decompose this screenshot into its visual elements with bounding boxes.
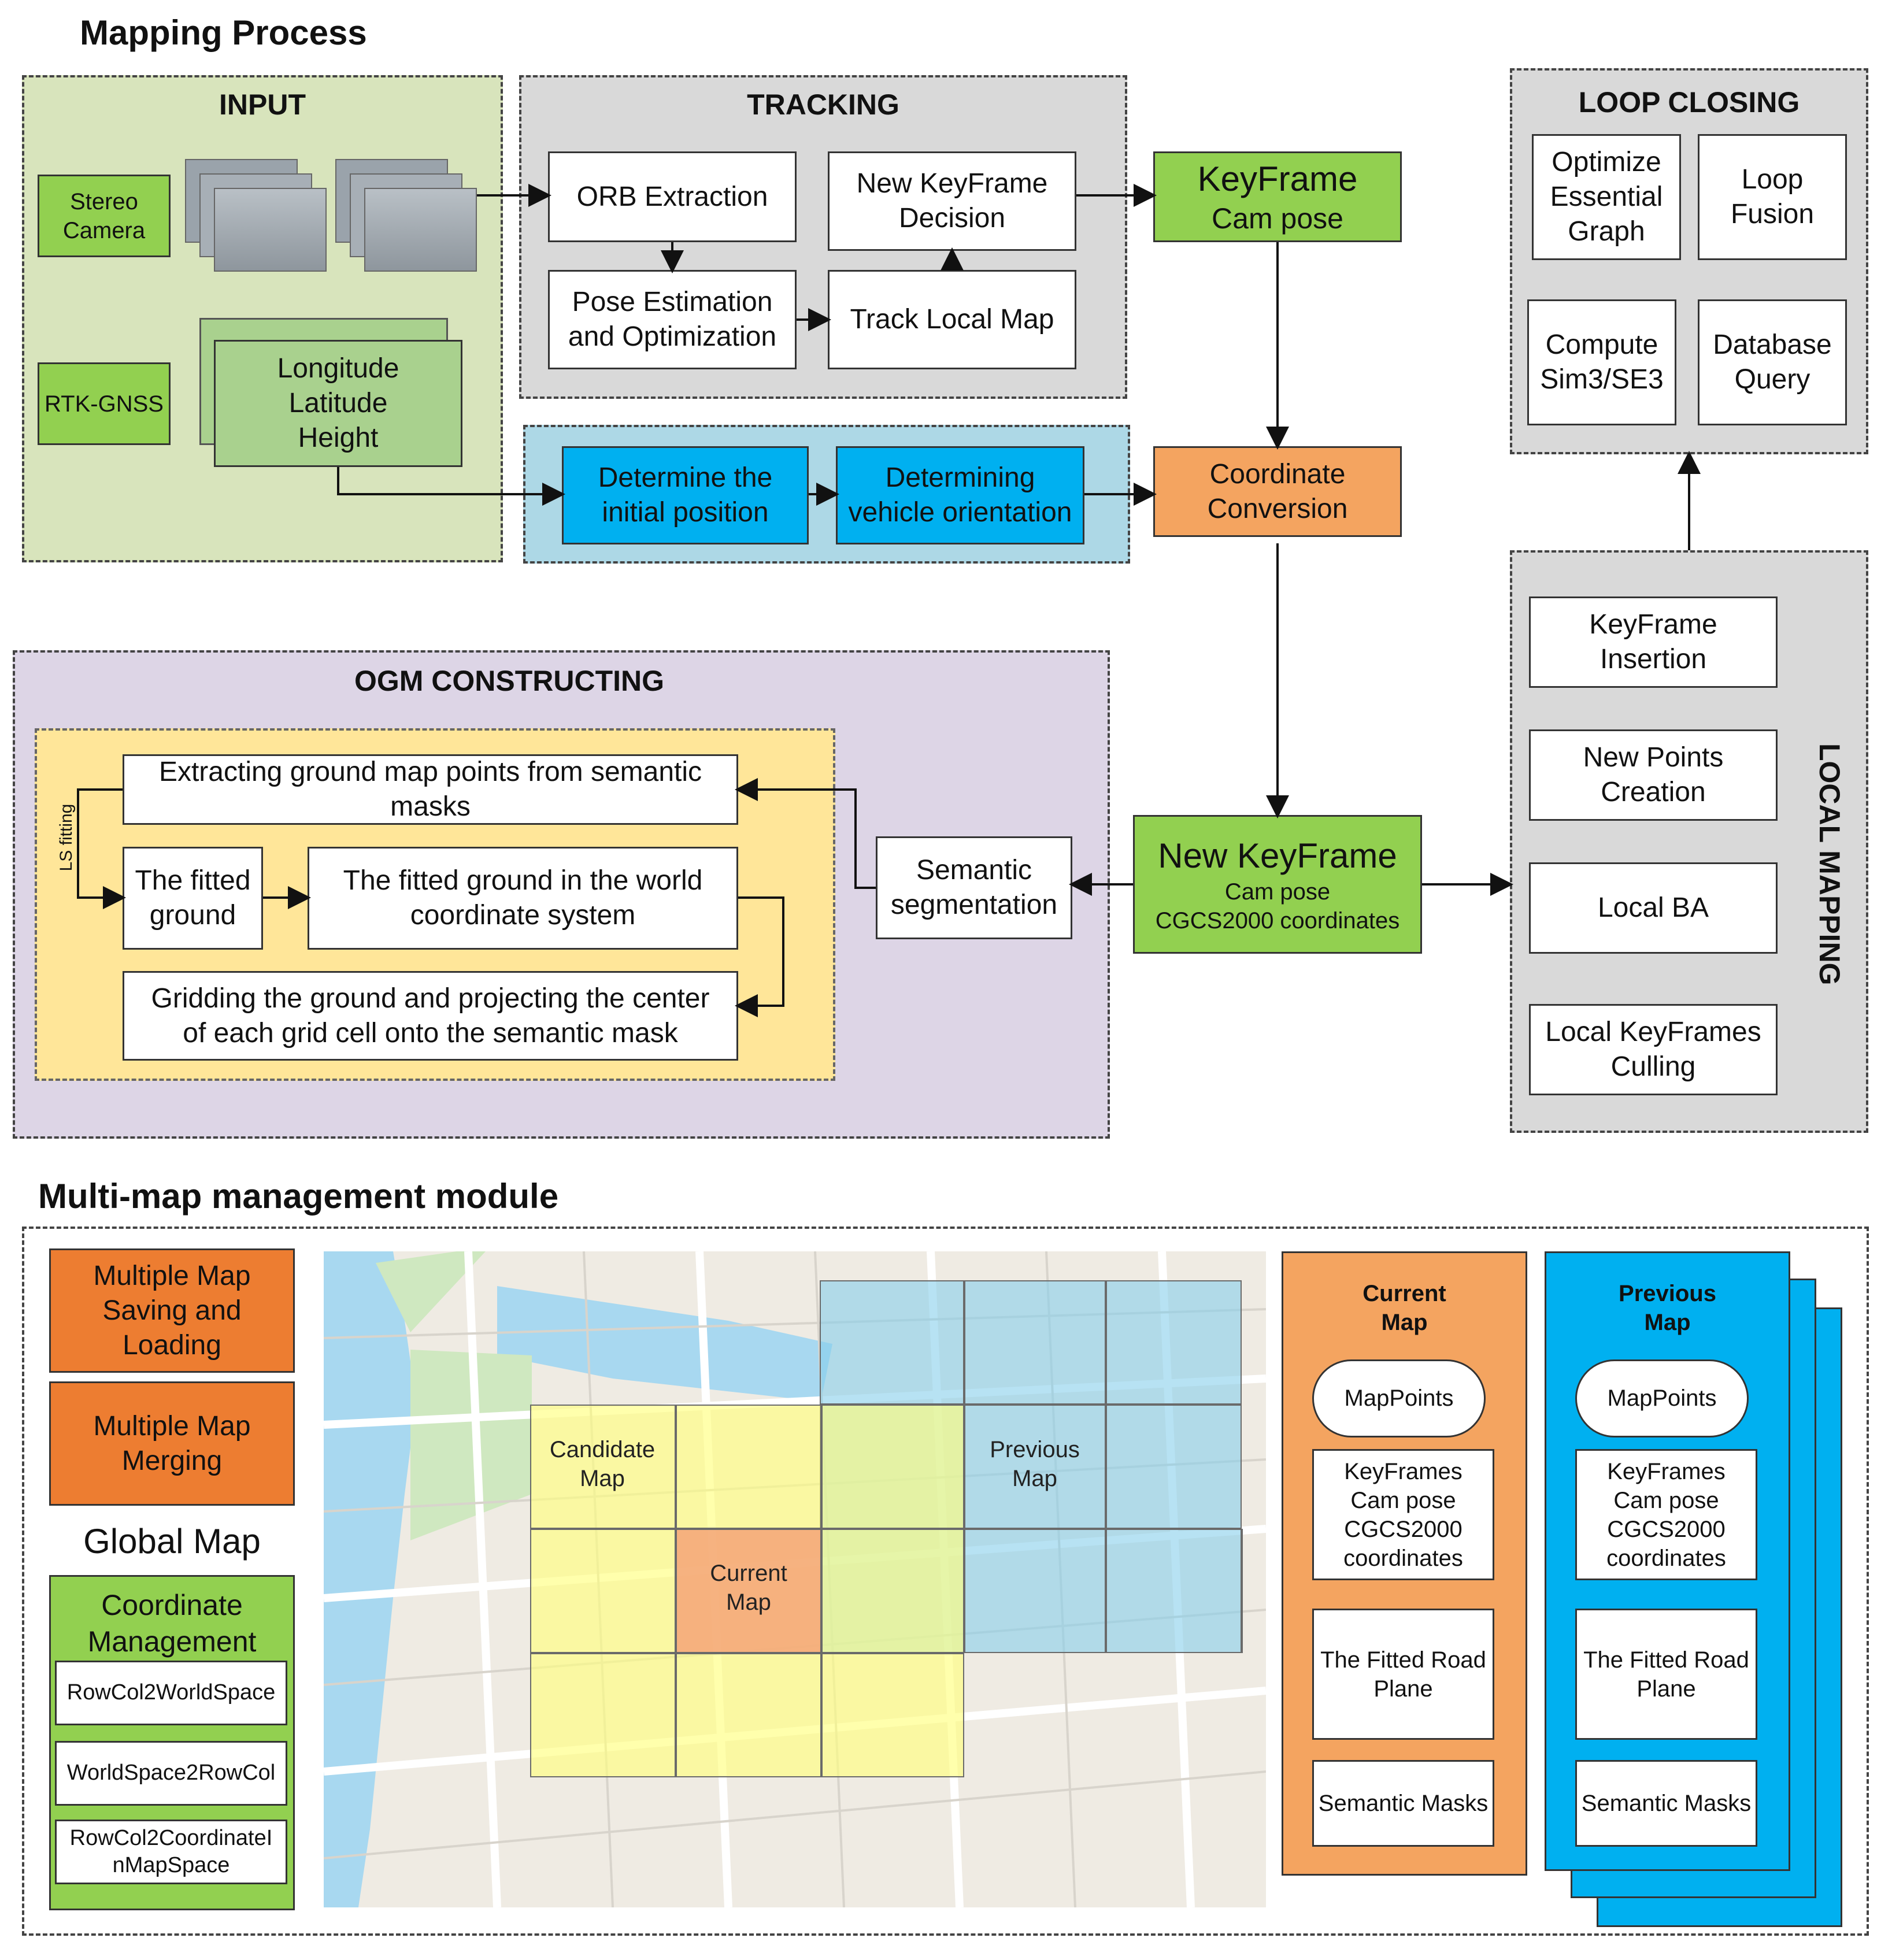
new-keyframe-line2: CGCS2000 coordinates [1155,907,1400,933]
ogm-title: OGM CONSTRUCTING [354,665,665,697]
local-ba-box: Local BA [1529,862,1778,954]
current-mappoints: MapPoints [1312,1359,1486,1437]
multi-map-heading: Multi-map management module [38,1177,559,1216]
current-map-tile [676,1529,821,1653]
candidate-map-tile [530,1405,676,1529]
track-local-map-box: Track Local Map [828,270,1076,369]
keyframe-insertion-box: KeyFrame Insertion [1529,596,1778,688]
world2rowcol-box: WorldSpace2RowCol [55,1741,287,1806]
extracting-ground-box: Extracting ground map points from semant… [123,754,738,825]
current-semantic-masks: Semantic Masks [1312,1760,1494,1847]
candidate-map-label: Candidate Map [549,1437,656,1491]
previous-road-plane: The Fitted Road Plane [1575,1609,1757,1740]
new-keyframe-line1: Cam pose [1224,879,1331,905]
current-road-plane: The Fitted Road Plane [1312,1609,1494,1740]
keyframes-culling-box: Local KeyFrames Culling [1529,1004,1778,1095]
mapping-process-heading: Mapping Process [80,13,367,52]
previous-map-tile [964,1280,1106,1405]
candidate-map-tile [530,1529,676,1653]
lon-lat-height-box: Longitude Latitude Height [214,340,462,467]
pose-estimation-box: Pose Estimation and Optimization [548,270,797,369]
previous-map-tile [1106,1280,1242,1405]
map-view: Candidate Map Current Map Previous Map [324,1251,1266,1907]
current-map-tile-label: Current Map [710,1561,787,1615]
map-merging-box: Multiple Map Merging [49,1381,295,1506]
initial-position-box: Determine the initial position [562,446,809,544]
database-query-box: Database Query [1698,299,1847,425]
gridding-box: Gridding the ground and projecting the c… [123,971,738,1061]
semantic-segmentation-box: Semantic segmentation [876,836,1072,939]
coordinate-conversion-box: Coordinate Conversion [1153,446,1402,537]
new-points-box: New Points Creation [1529,729,1778,821]
coordinate-management-title: Coordinate Management [87,1589,257,1658]
orb-extraction-box: ORB Extraction [548,151,797,242]
multi-map-panel [22,1227,1869,1936]
previous-semantic-masks: Semantic Masks [1575,1760,1757,1847]
rowcol2world-box: RowCol2WorldSpace [55,1661,287,1725]
candidate-map-tile [676,1653,821,1777]
candidate-map-tile [676,1405,821,1529]
previous-map-tile [964,1529,1106,1653]
current-keyframes: KeyFrames Cam pose CGCS2000 coordinates [1312,1449,1494,1580]
previous-map-tile-label: Previous Map [990,1437,1080,1491]
previous-map-tile [964,1405,1106,1529]
previous-mappoints: MapPoints [1575,1359,1749,1437]
candidate-map-tile [821,1529,964,1653]
arrow-world-to-gridding [735,896,784,1017]
loop-closing-title: LOOP CLOSING [1578,86,1800,118]
loop-fusion-box: Loop Fusion [1698,134,1847,260]
fitted-ground-box: The fitted ground [123,847,263,950]
previous-map-title: Previous Map [1619,1281,1716,1335]
fitted-world-box: The fitted ground in the world coordinat… [308,847,738,950]
candidate-map-tile [821,1405,964,1529]
previous-map-tile [820,1280,964,1405]
keyframe-title: KeyFrame [1197,159,1358,198]
arrow-gnss-to-initial [337,467,565,506]
new-keyframe-decision-box: New KeyFrame Decision [828,151,1076,251]
keyframe-subtitle: Cam pose [1212,202,1343,235]
stereo-camera-box: Stereo Camera [38,175,171,257]
rtk-gnss-box: RTK-GNSS [38,362,171,445]
vehicle-orientation-box: Determining vehicle orientation [836,446,1084,544]
candidate-map-tile [530,1653,676,1777]
keyframe-box: KeyFrame Cam pose [1153,151,1402,242]
global-map-label: Global Map [83,1522,261,1561]
current-map-title: Current Map [1362,1281,1446,1335]
arrow-segmentation-to-extracting [735,778,876,889]
map-saving-loading-box: Multiple Map Saving and Loading [49,1248,295,1373]
arrow-ls-fitting [77,788,126,909]
compute-sim3-box: Compute Sim3/SE3 [1527,299,1676,425]
tracking-title: TRACKING [747,88,899,121]
optimize-graph-box: Optimize Essential Graph [1532,134,1681,260]
previous-map-tile [1106,1529,1243,1653]
input-title: INPUT [219,88,306,121]
previous-map-tile [1106,1405,1242,1529]
new-keyframe-title: New KeyFrame [1158,836,1397,875]
candidate-map-tile [821,1653,964,1777]
previous-keyframes: KeyFrames Cam pose CGCS2000 coordinates [1575,1449,1757,1580]
rowcol2coord-box: RowCol2CoordinateI nMapSpace [55,1820,287,1884]
